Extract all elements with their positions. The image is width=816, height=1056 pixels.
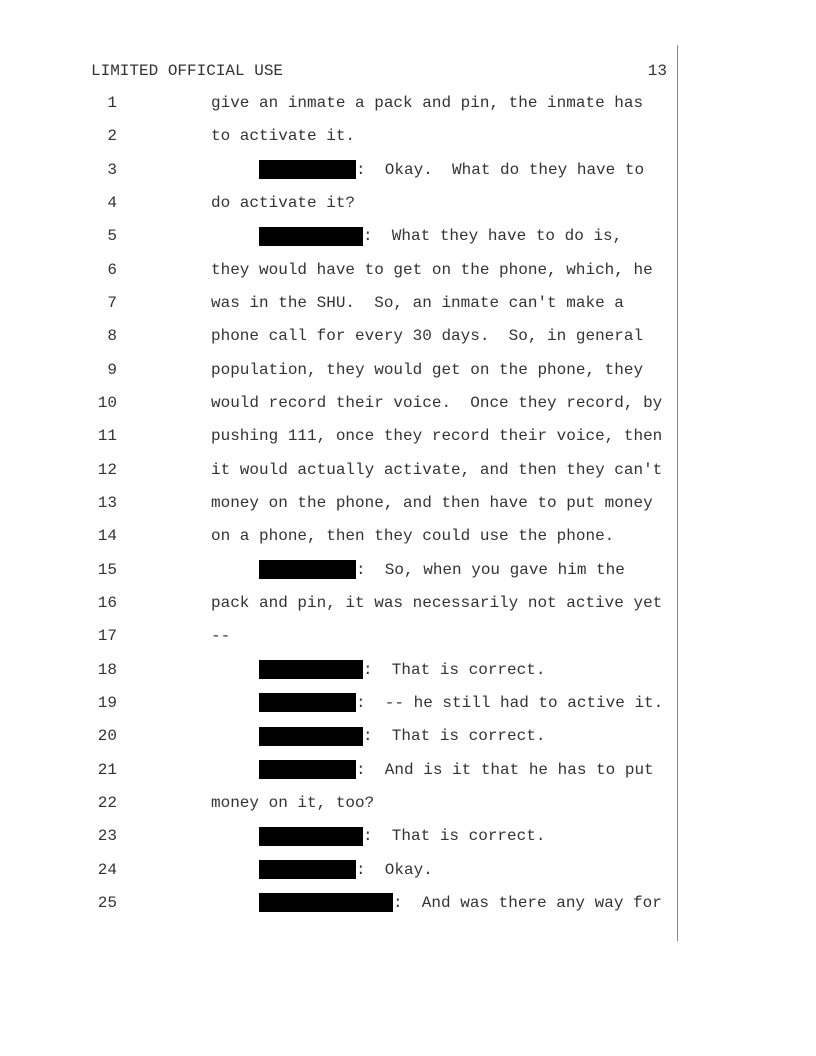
redaction-box: [259, 893, 393, 913]
margin-rule: [677, 45, 678, 941]
transcript-line: 2 to activate it.: [0, 126, 680, 146]
transcript-line: 22 money on it, too?: [0, 793, 680, 813]
line-text: to activate it.: [211, 127, 356, 146]
redaction-box: [259, 760, 356, 780]
speaker-line: : That is correct.: [259, 660, 545, 680]
line-text: pack and pin, it was necessarily not act…: [211, 593, 663, 612]
line-number: 16: [97, 593, 117, 612]
line-text: on a phone, then they could use the phon…: [211, 527, 615, 546]
line-text: it would actually activate, and then the…: [211, 460, 663, 479]
line-text: : And is it that he has to put: [356, 760, 654, 779]
line-number: 21: [97, 760, 117, 779]
line-number: 3: [107, 160, 117, 179]
transcript-line: 10 would record their voice. Once they re…: [0, 393, 680, 413]
speaker-line: : And is it that he has to put: [259, 760, 654, 780]
transcript-line: 4 do activate it?: [0, 193, 680, 213]
redaction-box: [259, 560, 356, 580]
line-text: : Okay.: [356, 860, 433, 879]
line-number: 10: [97, 393, 117, 412]
speaker-line: : That is correct.: [259, 726, 545, 746]
line-number: 2: [107, 127, 117, 146]
line-number: 14: [97, 527, 117, 546]
page-number: 13: [647, 62, 667, 80]
transcript-line: 16 pack and pin, it was necessarily not a…: [0, 593, 680, 613]
line-text: : So, when you gave him the: [356, 560, 625, 579]
speaker-line: : And was there any way for: [259, 893, 662, 913]
transcript-line: 12 it would actually activate, and then t…: [0, 460, 680, 480]
line-text: : What they have to do is,: [363, 227, 623, 246]
redaction-box: [259, 660, 363, 680]
redaction-box: [259, 160, 356, 180]
line-number: 22: [97, 793, 117, 812]
redaction-box: [259, 860, 356, 880]
line-number: 25: [97, 893, 117, 912]
line-number: 17: [97, 627, 117, 646]
line-text: population, they would get on the phone,…: [211, 360, 644, 379]
line-number: 7: [107, 293, 117, 312]
line-text: : That is correct.: [363, 727, 546, 746]
line-number: 6: [107, 260, 117, 279]
transcript-line: 23 : That is correct.: [0, 826, 680, 846]
speaker-line: : Okay.: [259, 860, 433, 880]
line-number: 24: [97, 860, 117, 879]
transcript-line: 5 : What they have to do is,: [0, 226, 680, 246]
line-text: : That is correct.: [363, 827, 546, 846]
line-number: 8: [107, 327, 117, 346]
line-text: money on the phone, and then have to put…: [211, 493, 653, 512]
line-text: do activate it?: [211, 193, 356, 212]
line-text: pushing 111, once they record their voic…: [211, 427, 663, 446]
transcript-line: 18 : That is correct.: [0, 660, 680, 680]
speaker-line: : -- he still had to active it.: [259, 693, 663, 713]
line-number: 18: [97, 660, 117, 679]
line-text: : And was there any way for: [393, 893, 662, 912]
transcript-line: 17 --: [0, 626, 680, 646]
line-text: phone call for every 30 days. So, in gen…: [211, 327, 644, 346]
transcript-line: 9 population, they would get on the phone…: [0, 360, 680, 380]
transcript-line: 8 phone call for every 30 days. So, in ge…: [0, 326, 680, 346]
line-number: 1: [107, 94, 117, 112]
redaction-box: [259, 826, 363, 846]
classification-header: LIMITED OFFICIAL USE: [91, 62, 284, 80]
line-number: 13: [97, 493, 117, 512]
line-text: : Okay. What do they have to: [356, 160, 645, 179]
line-number: 5: [107, 227, 117, 246]
transcript-line: 6 they would have to get on the phone, wh…: [0, 260, 680, 280]
transcript-line: 3 : Okay. What do they have to: [0, 160, 680, 180]
transcript-line: 15 : So, when you gave him the: [0, 560, 680, 580]
line-text: was in the SHU. So, an inmate can't make…: [211, 293, 624, 312]
transcript-line: 13 money on the phone, and then have to p…: [0, 493, 680, 513]
line-text: : -- he still had to active it.: [356, 693, 664, 712]
transcript-line: 1 give an inmate a pack and pin, the inma…: [0, 93, 680, 113]
transcript-line: 11 pushing 111, once they record their vo…: [0, 426, 680, 446]
transcript-line: 14 on a phone, then they could use the ph…: [0, 526, 680, 546]
speaker-line: : So, when you gave him the: [259, 560, 625, 580]
line-number: 20: [97, 727, 117, 746]
line-text: give an inmate a pack and pin, the inmat…: [211, 94, 644, 112]
speaker-line: : Okay. What do they have to: [259, 160, 644, 180]
line-number: 9: [107, 360, 117, 379]
redaction-box: [259, 693, 356, 713]
line-number: 23: [97, 827, 117, 846]
line-text: they would have to get on the phone, whi…: [211, 260, 653, 279]
transcript-line: 25 : And was there any way for: [0, 893, 680, 913]
transcript-line: 20 : That is correct.: [0, 726, 680, 746]
redaction-box: [259, 226, 363, 246]
speaker-line: : That is correct.: [259, 826, 545, 846]
line-text: : That is correct.: [363, 660, 546, 679]
line-text: --: [211, 627, 231, 646]
line-number: 12: [97, 460, 117, 479]
line-number: 15: [97, 560, 117, 579]
speaker-line: : What they have to do is,: [259, 226, 622, 246]
line-number: 4: [107, 193, 117, 212]
line-number: 11: [97, 427, 117, 446]
line-number: 19: [97, 693, 117, 712]
transcript-line: 7 was in the SHU. So, an inmate can't mak…: [0, 293, 680, 313]
line-text: money on it, too?: [211, 793, 375, 812]
line-text: would record their voice. Once they reco…: [211, 393, 663, 412]
transcript-line: 21 : And is it that he has to put: [0, 760, 680, 780]
redaction-box: [259, 726, 363, 746]
transcript-line: 24 : Okay.: [0, 860, 680, 880]
transcript-line: 19 : -- he still had to active it.: [0, 693, 680, 713]
